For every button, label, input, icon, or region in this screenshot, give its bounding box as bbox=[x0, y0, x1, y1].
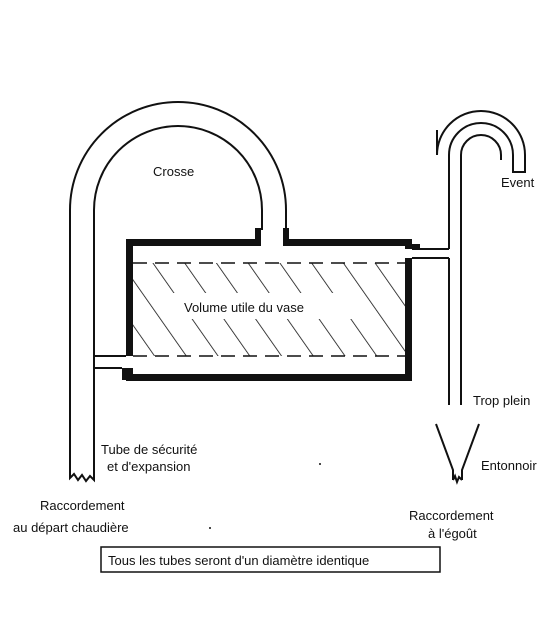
tube-label-line2: et d'expansion bbox=[107, 459, 190, 474]
funnel bbox=[435, 423, 480, 485]
crosse-label: Crosse bbox=[153, 164, 194, 179]
raccord-chaudiere-line2: au départ chaudière bbox=[13, 520, 129, 535]
trop-plein-label: Trop plein bbox=[473, 393, 530, 408]
overflow-vent-tube bbox=[412, 110, 526, 405]
vessel-top-wall bbox=[126, 239, 260, 246]
note-box: Tous les tubes seront d'un diamètre iden… bbox=[100, 546, 441, 573]
crosse-neck-flange bbox=[255, 228, 261, 246]
vessel-right-wall bbox=[405, 239, 412, 249]
entonnoir-label: Entonnoir bbox=[481, 458, 537, 473]
tube-label-line1: Tube de sécurité bbox=[101, 442, 197, 457]
raccord-egout-line1: Raccordement bbox=[409, 508, 494, 523]
event-label: Event bbox=[501, 175, 535, 190]
raccord-chaudiere-line1: Raccordement bbox=[40, 498, 125, 513]
raccord-egout-line2: à l'égoût bbox=[428, 526, 477, 541]
note-text: Tous les tubes seront d'un diamètre iden… bbox=[108, 553, 369, 568]
vessel-top-wall bbox=[288, 239, 412, 246]
volume-label: Volume utile du vase bbox=[184, 300, 304, 315]
useful-volume-zone bbox=[133, 262, 405, 357]
vessel-left-wall bbox=[126, 239, 133, 356]
vessel-right-wall bbox=[405, 258, 412, 381]
expansion-vessel bbox=[122, 228, 420, 381]
vessel-bottom-wall bbox=[126, 374, 412, 381]
scan-speck bbox=[209, 527, 211, 529]
crosse-neck-flange bbox=[283, 228, 289, 246]
vessel-right-wall bbox=[412, 244, 420, 249]
scan-speck bbox=[319, 463, 321, 465]
safety-expansion-tube bbox=[69, 101, 287, 483]
